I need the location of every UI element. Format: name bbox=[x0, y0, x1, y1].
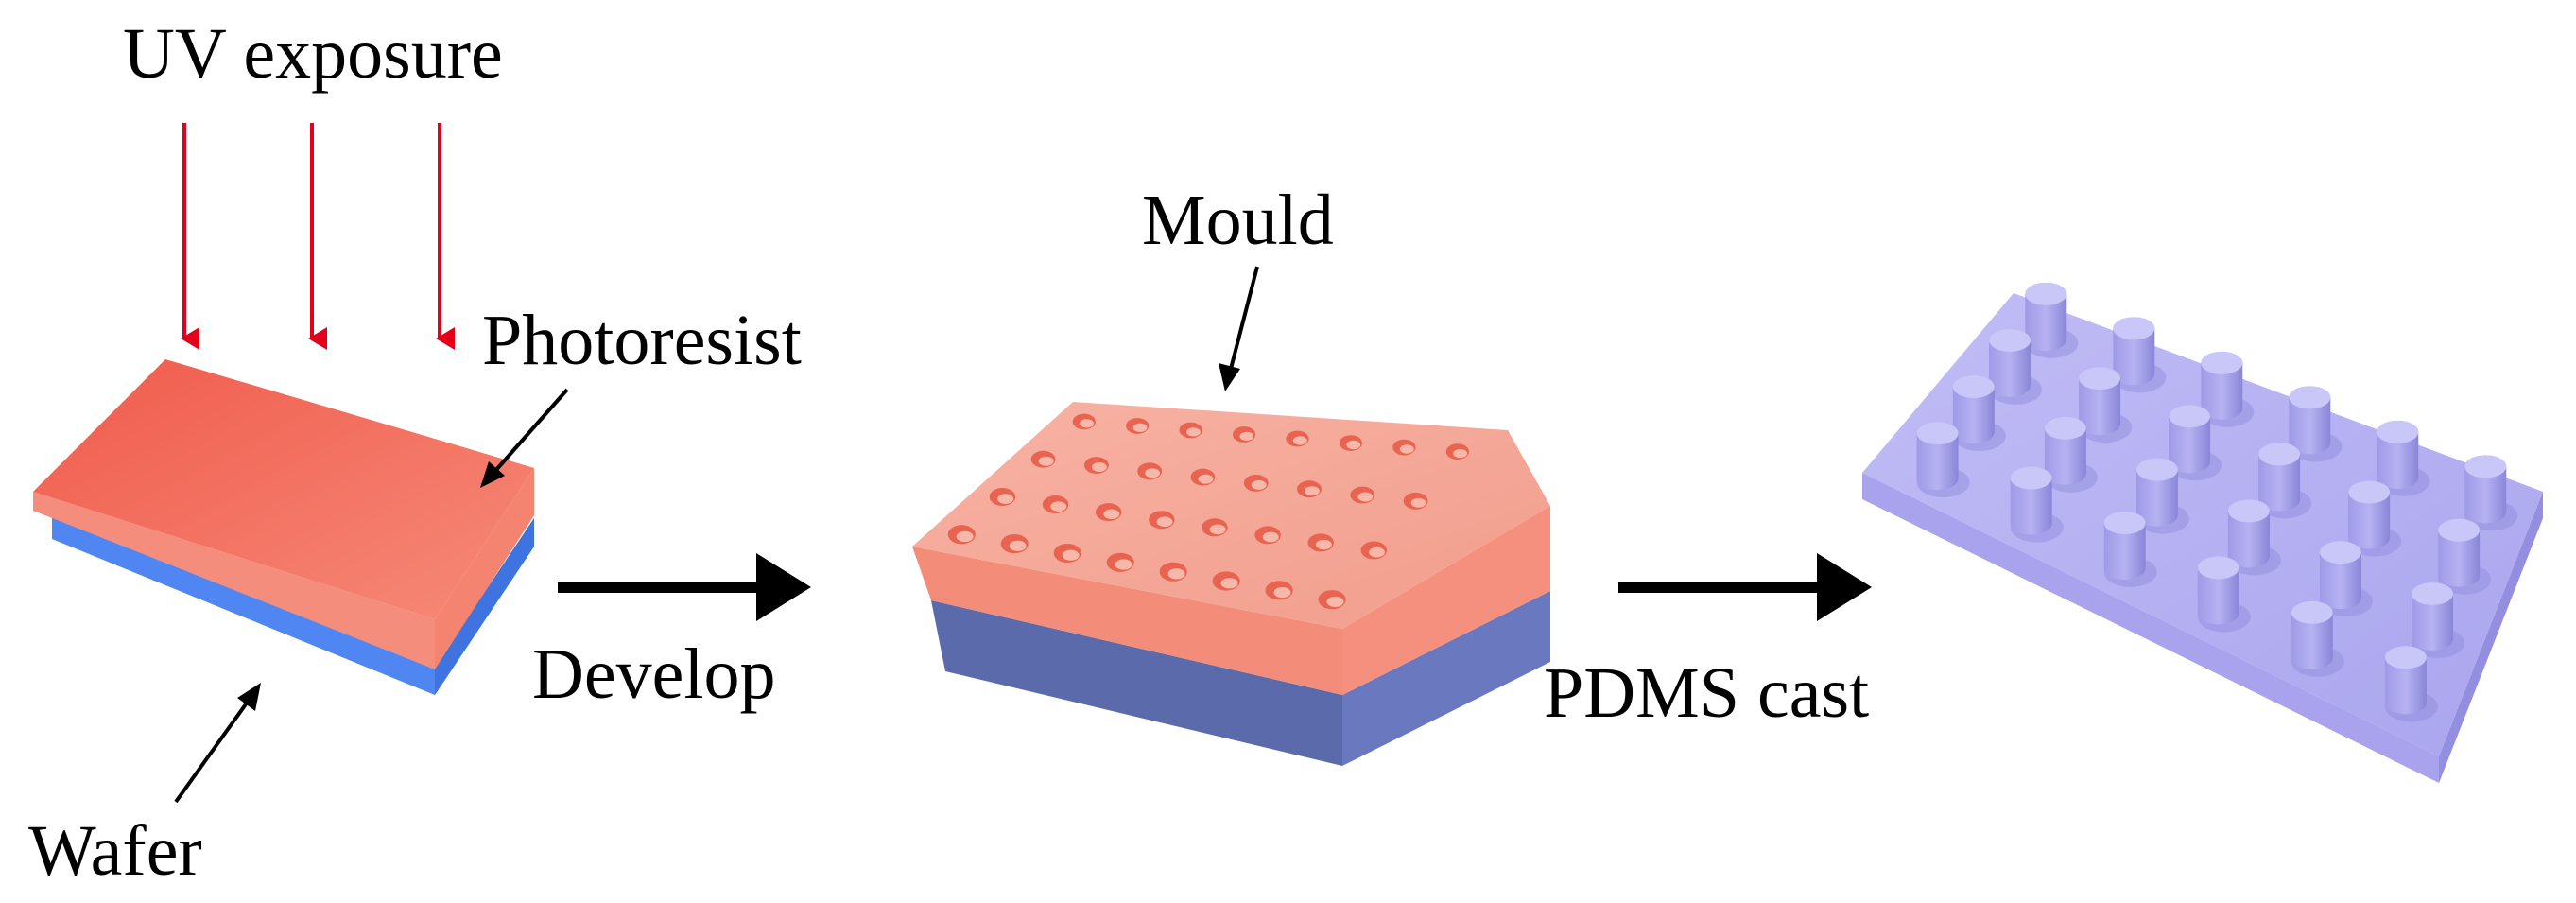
right-arrow-icon bbox=[558, 553, 811, 621]
develop-label: Develop bbox=[532, 634, 775, 714]
mould-block bbox=[912, 402, 1550, 766]
mould-hole-floor bbox=[997, 494, 1014, 504]
pdms-pillar bbox=[2464, 455, 2518, 531]
mould-hole-floor bbox=[1262, 531, 1279, 543]
uv-exposure-label: UV exposure bbox=[123, 14, 503, 94]
pointer-arrow-icon bbox=[480, 388, 569, 488]
pointer-arrow-icon bbox=[1219, 266, 1259, 391]
photoresist-right-face bbox=[435, 468, 534, 669]
mould-hole-floor bbox=[1132, 423, 1148, 432]
pdms-cast-label: PDMS cast bbox=[1544, 653, 1869, 733]
photoresist-front-face bbox=[33, 492, 435, 669]
mould-hole-floor bbox=[1103, 509, 1120, 520]
photoresist-on-wafer-block bbox=[33, 359, 534, 695]
pdms-pillar bbox=[1952, 375, 2006, 452]
pdms-pillar bbox=[2438, 518, 2492, 595]
mould-hole-floor bbox=[1091, 462, 1107, 472]
pdms-pillar bbox=[1989, 328, 2043, 405]
mould-hole-floor bbox=[1198, 474, 1214, 484]
mould-hole-floor bbox=[1185, 427, 1201, 437]
mould-hole-floor bbox=[1326, 596, 1344, 608]
pdms-pillar bbox=[2113, 317, 2167, 393]
mould-hole-floor bbox=[1050, 501, 1067, 512]
pdms-pillar bbox=[2289, 386, 2343, 462]
mould-right-face bbox=[1342, 506, 1550, 695]
mould-hole-floor bbox=[1220, 578, 1238, 589]
pdms-pillar bbox=[2169, 405, 2222, 481]
pdms-pillar bbox=[2258, 443, 2312, 519]
mould-hole-floor bbox=[1009, 540, 1027, 551]
mould-label: Mould bbox=[1142, 181, 1334, 260]
right-arrow-icon bbox=[1618, 553, 1872, 621]
pdms-cast-block bbox=[1862, 282, 2543, 783]
pdms-front-face bbox=[1862, 473, 2439, 783]
pdms-pillar bbox=[2319, 541, 2373, 617]
mould-wafer-right-face bbox=[1342, 591, 1550, 766]
pdms-pillar bbox=[2201, 351, 2255, 427]
mould-wafer-front-face bbox=[931, 600, 1342, 766]
pdms-pillar bbox=[2348, 480, 2402, 557]
mould-hole-floor bbox=[1209, 524, 1226, 535]
mould-hole-floor bbox=[956, 530, 974, 543]
mould-hole-floor bbox=[1145, 468, 1161, 478]
pdms-pillar bbox=[2384, 646, 2438, 722]
mould-hole-floor bbox=[1305, 486, 1320, 496]
mould-holes bbox=[947, 413, 1469, 610]
pdms-pillar bbox=[2412, 582, 2464, 658]
pdms-pillar bbox=[2377, 420, 2430, 496]
pdms-pillar bbox=[2291, 600, 2344, 677]
mould-hole-floor bbox=[1273, 586, 1291, 599]
pdms-pillar bbox=[2103, 511, 2157, 587]
pdms-right-face bbox=[2439, 492, 2543, 783]
mould-hole-floor bbox=[1369, 547, 1385, 558]
pdms-pillar bbox=[2010, 466, 2064, 543]
mould-hole-floor bbox=[1357, 492, 1374, 502]
mould-hole-floor bbox=[1410, 497, 1426, 508]
mould-front-face bbox=[912, 547, 1342, 695]
mould-hole-floor bbox=[1239, 431, 1254, 442]
wafer-label: Wafer bbox=[28, 811, 202, 891]
pdms-pillar bbox=[1916, 422, 1970, 498]
pdms-pillar bbox=[2197, 556, 2251, 633]
mould-hole-floor bbox=[1080, 419, 1094, 428]
pdms-pillar bbox=[2135, 458, 2189, 534]
pdms-pillar bbox=[2079, 367, 2133, 443]
mould-hole-floor bbox=[1292, 436, 1307, 445]
uv-arrows bbox=[181, 123, 455, 350]
mould-hole-floor bbox=[1156, 516, 1173, 528]
mould-hole-floor bbox=[1038, 456, 1054, 466]
pdms-top-face bbox=[1862, 293, 2543, 756]
mould-hole-floor bbox=[1251, 479, 1267, 490]
mould-hole-floor bbox=[1062, 549, 1080, 561]
mould-hole-floor bbox=[1315, 539, 1332, 550]
pointer-arrow-icon bbox=[174, 683, 261, 804]
pdms-pillar bbox=[2227, 499, 2281, 576]
mould-hole-floor bbox=[1453, 448, 1468, 459]
mould-hole-floor bbox=[1115, 559, 1132, 570]
pdms-pillar bbox=[2044, 416, 2098, 493]
pdms-pillar bbox=[2025, 282, 2079, 358]
mould-hole-floor bbox=[1399, 444, 1414, 454]
pdms-pillars bbox=[1916, 282, 2518, 722]
mould-top-face bbox=[912, 402, 1550, 629]
photoresist-top-face bbox=[33, 359, 534, 619]
mould-hole-floor bbox=[1167, 568, 1185, 580]
mould-hole-floor bbox=[1346, 440, 1361, 450]
photoresist-label: Photoresist bbox=[482, 301, 802, 380]
